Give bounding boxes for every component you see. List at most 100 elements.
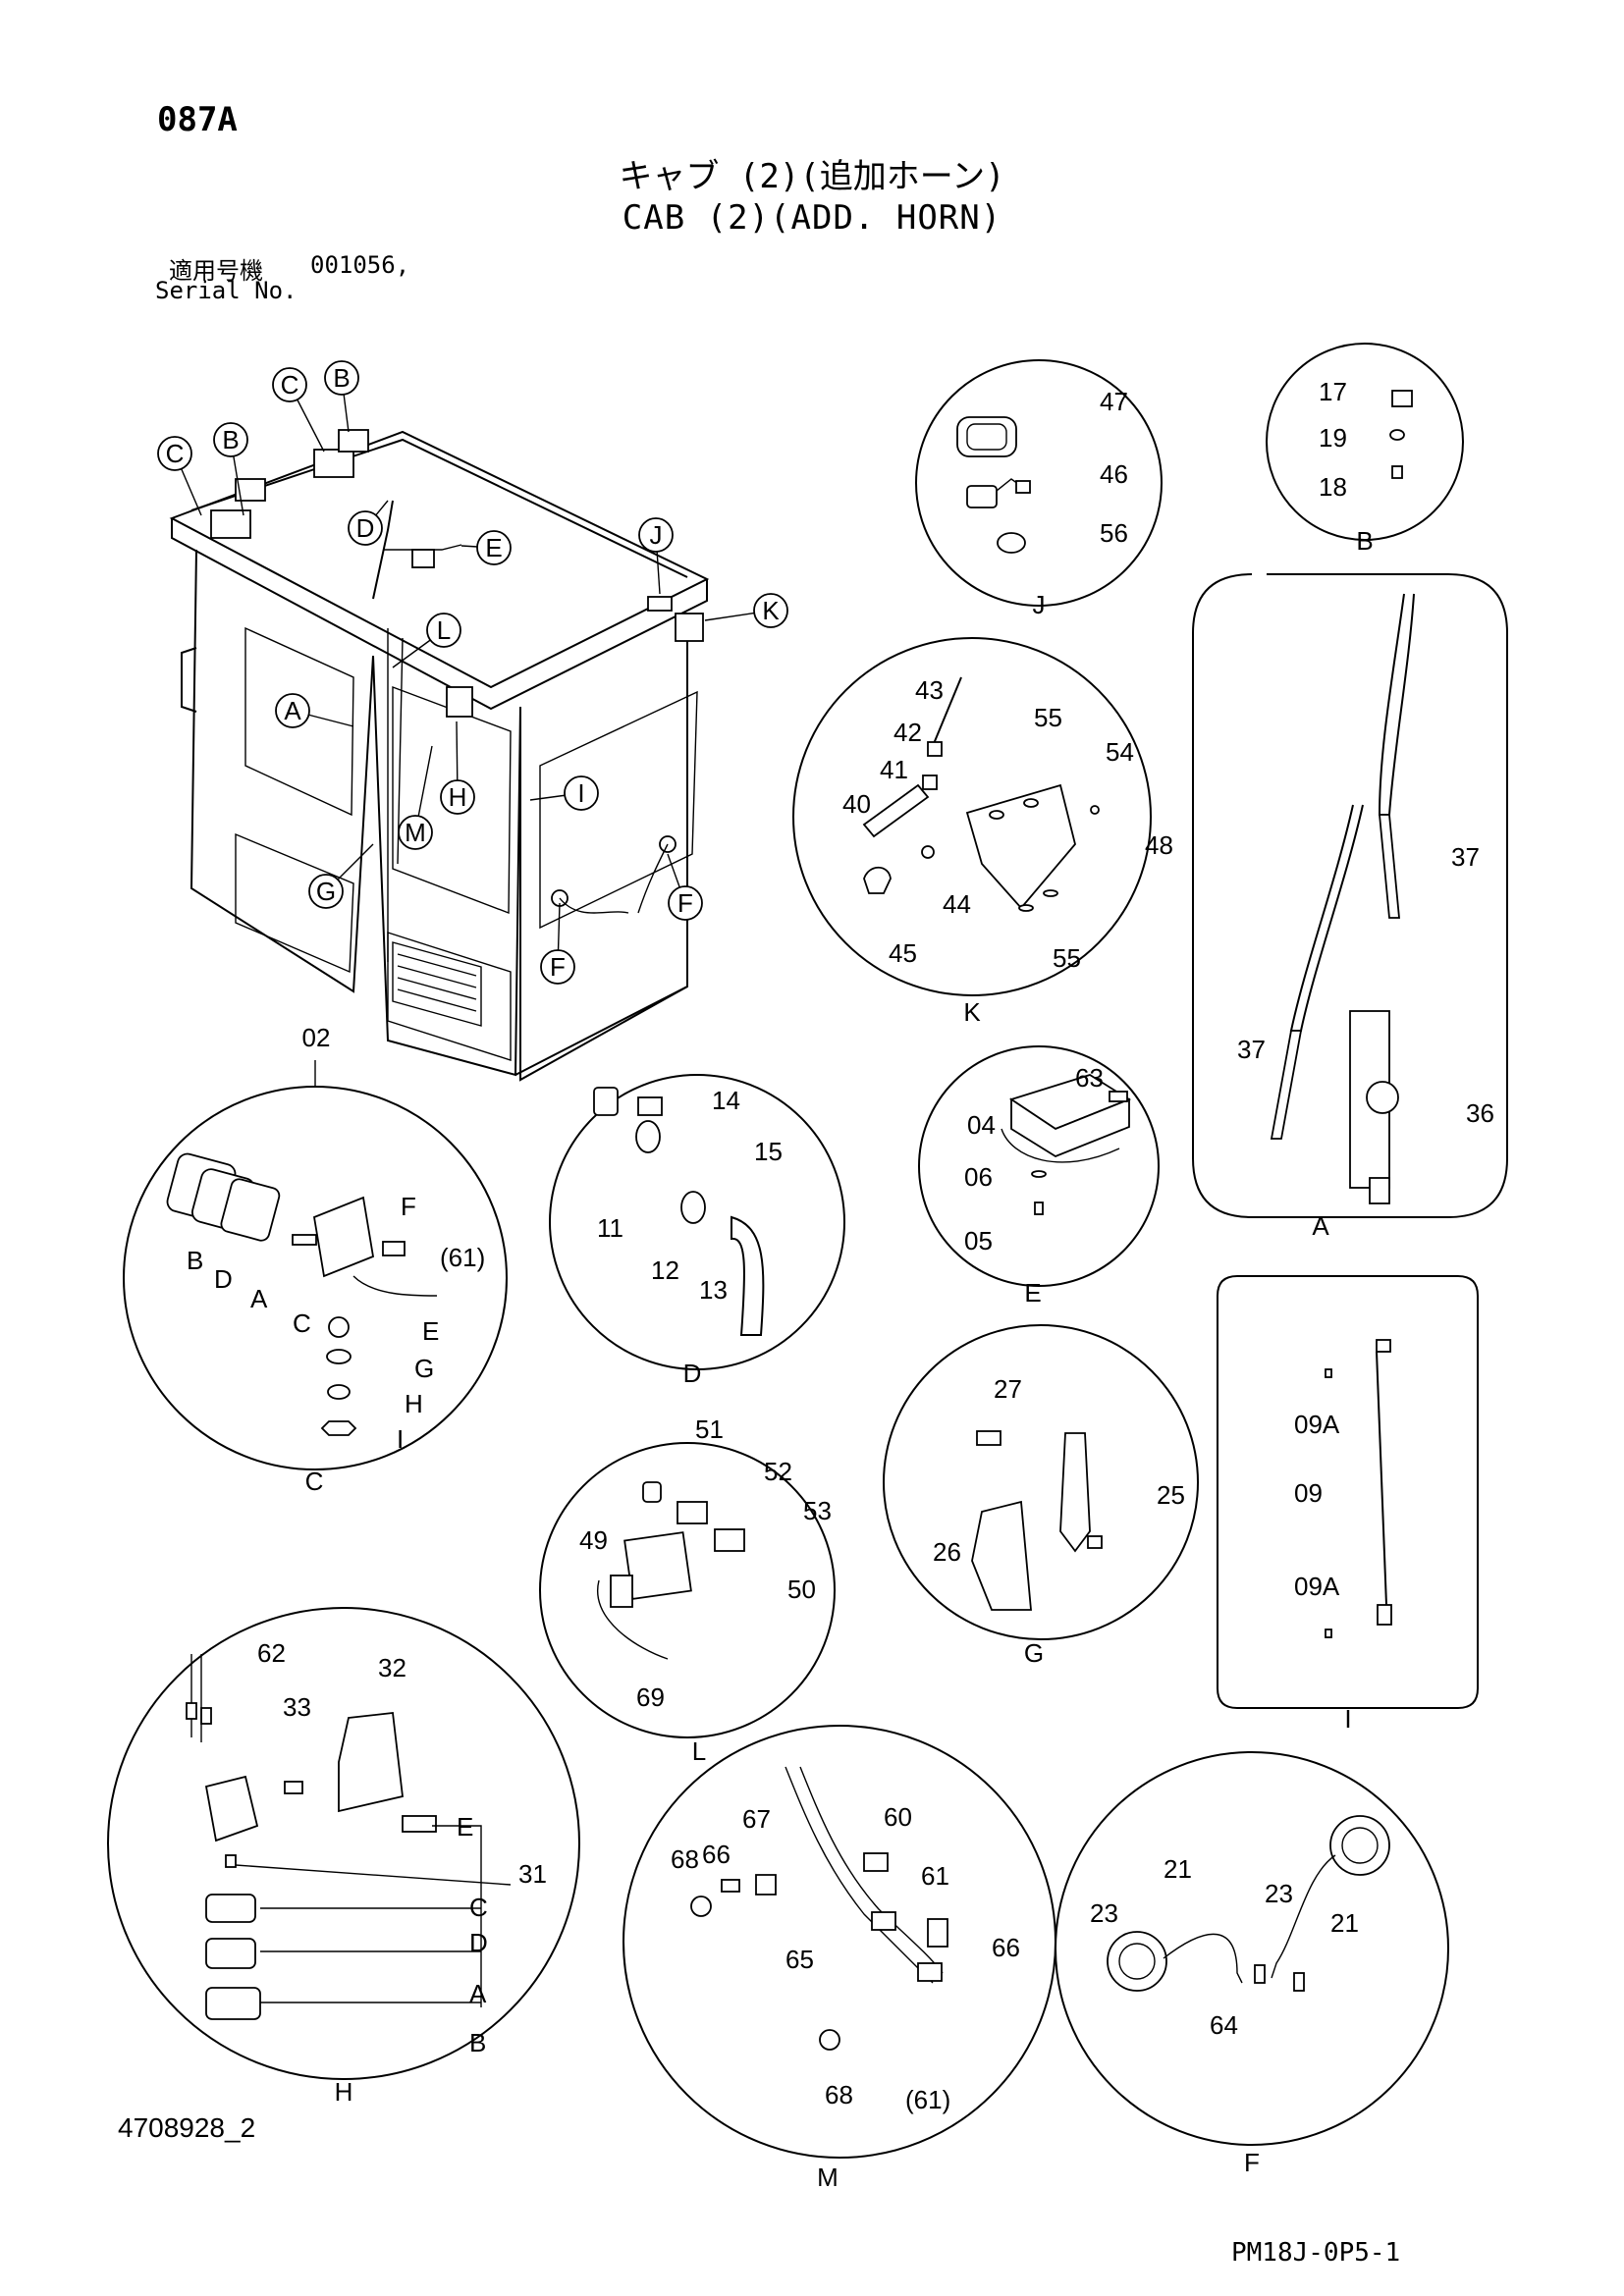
part-number-c-1: (61) [440,1243,485,1272]
part-number-l-2: 53 [803,1496,832,1525]
part-number-f-4: 64 [1210,2010,1238,2040]
part-number-g-0: 27 [994,1374,1022,1404]
part-number-c-9: I [397,1424,404,1454]
part-number-k-8: 44 [943,889,971,919]
detail-c [123,1060,508,1470]
part-number-c-3: D [214,1264,233,1294]
svg-text:I: I [577,778,584,808]
svg-text:B: B [333,363,350,393]
part-number-f-3: 21 [1330,1908,1359,1938]
part-number-k-4: 55 [1034,703,1062,732]
main-cab-view [169,429,710,1082]
page-code: 087A [157,100,238,139]
part-number-h-6: D [469,1928,488,1957]
part-number-m-4: 61 [921,1861,949,1891]
svg-text:B: B [222,425,239,454]
svg-text:L: L [437,615,451,645]
detail-label-i: I [1344,1704,1351,1734]
detail-l [539,1442,836,1738]
part-number-g-1: 25 [1157,1480,1185,1510]
part-number-c-7: G [414,1354,434,1383]
part-number-g-2: 26 [933,1537,961,1567]
part-number-k-10: 55 [1053,943,1081,973]
detail-label-a: A [1312,1211,1329,1241]
part-number-c-4: A [250,1284,268,1313]
part-number-c-8: H [405,1389,423,1418]
svg-text:C: C [166,439,185,468]
part-number-f-0: 21 [1164,1854,1192,1884]
svg-text:D: D [356,513,375,543]
svg-text:K: K [762,596,780,625]
detail-label-h: H [335,2077,353,2107]
part-number-h-0: 62 [257,1638,286,1668]
svg-text:E: E [485,533,502,562]
title-english: CAB (2)(ADD. HORN) [622,198,1002,238]
part-number-h-1: 32 [378,1653,406,1682]
part-number-f-1: 23 [1090,1898,1118,1928]
detail-label-g: G [1024,1638,1044,1668]
callout-e: E [460,530,512,565]
callout-i: I [529,775,599,811]
part-number-d-3: 12 [651,1255,679,1285]
part-number-f-2: 23 [1265,1879,1293,1908]
part-number-j-0: 47 [1100,387,1128,416]
part-number-j-1: 46 [1100,459,1128,489]
detail-j [915,359,1163,607]
part-number-a-1: 37 [1237,1035,1266,1064]
part-number-h-3: E [457,1812,473,1842]
part-number-m-8: (61) [905,2085,950,2114]
part-number-m-7: 68 [825,2080,853,2109]
part-number-e-3: 05 [964,1226,993,1255]
part-number-b-1: 19 [1319,423,1347,453]
svg-text:M: M [405,818,426,847]
drawing-number: 4708928_2 [118,2112,256,2143]
svg-text:F: F [677,888,693,918]
detail-label-f: F [1244,2148,1260,2177]
part-number-d-4: 13 [699,1275,728,1305]
svg-text:A: A [284,696,301,725]
detail-label-e: E [1024,1278,1041,1308]
callout-a: A [275,693,354,728]
detail-k [792,637,1152,996]
callout-l: L [392,613,461,668]
callout-f: F [667,853,703,921]
part-number-c-0: F [401,1192,416,1221]
detail-ref-c: 02 [302,1023,331,1052]
callout-k: K [704,593,788,628]
serial-label-english: Serial No. [155,277,298,304]
serial-value: 001056, [310,251,410,279]
part-number-j-2: 56 [1100,518,1128,548]
part-number-l-5: 69 [636,1682,665,1712]
callout-f: F [540,902,575,985]
part-number-m-3: 66 [702,1840,731,1869]
part-number-d-0: 14 [712,1086,740,1115]
part-number-b-0: 17 [1319,377,1347,406]
svg-text:C: C [281,370,299,400]
detail-label-m: M [817,2163,839,2192]
callout-h: H [440,721,475,815]
callout-m: M [398,745,433,850]
part-number-e-2: 06 [964,1162,993,1192]
part-number-c-2: B [187,1246,203,1275]
callout-g: G [308,843,374,909]
part-number-i-1: 09 [1294,1478,1323,1508]
part-number-m-0: 60 [884,1802,912,1832]
callout-b: B [213,422,248,516]
part-number-l-0: 51 [695,1415,724,1444]
title-japanese: キャブ (2)(追加ホーン) [619,157,1005,196]
part-number-k-9: 45 [889,938,917,968]
part-number-m-5: 65 [785,1945,814,1974]
detail-label-b: B [1356,526,1373,556]
part-number-k-0: 43 [915,675,944,705]
part-number-b-2: 18 [1319,472,1347,502]
detail-m [623,1725,1056,2159]
part-number-d-2: 11 [597,1213,623,1243]
part-number-h-8: B [469,2028,486,2057]
part-number-h-5: C [469,1893,488,1922]
part-number-h-2: 33 [283,1692,311,1722]
detail-g [883,1324,1199,1640]
part-number-l-3: 49 [579,1525,608,1555]
serial-label-japanese: 適用号機 [169,257,263,285]
part-number-k-3: 40 [842,789,871,819]
